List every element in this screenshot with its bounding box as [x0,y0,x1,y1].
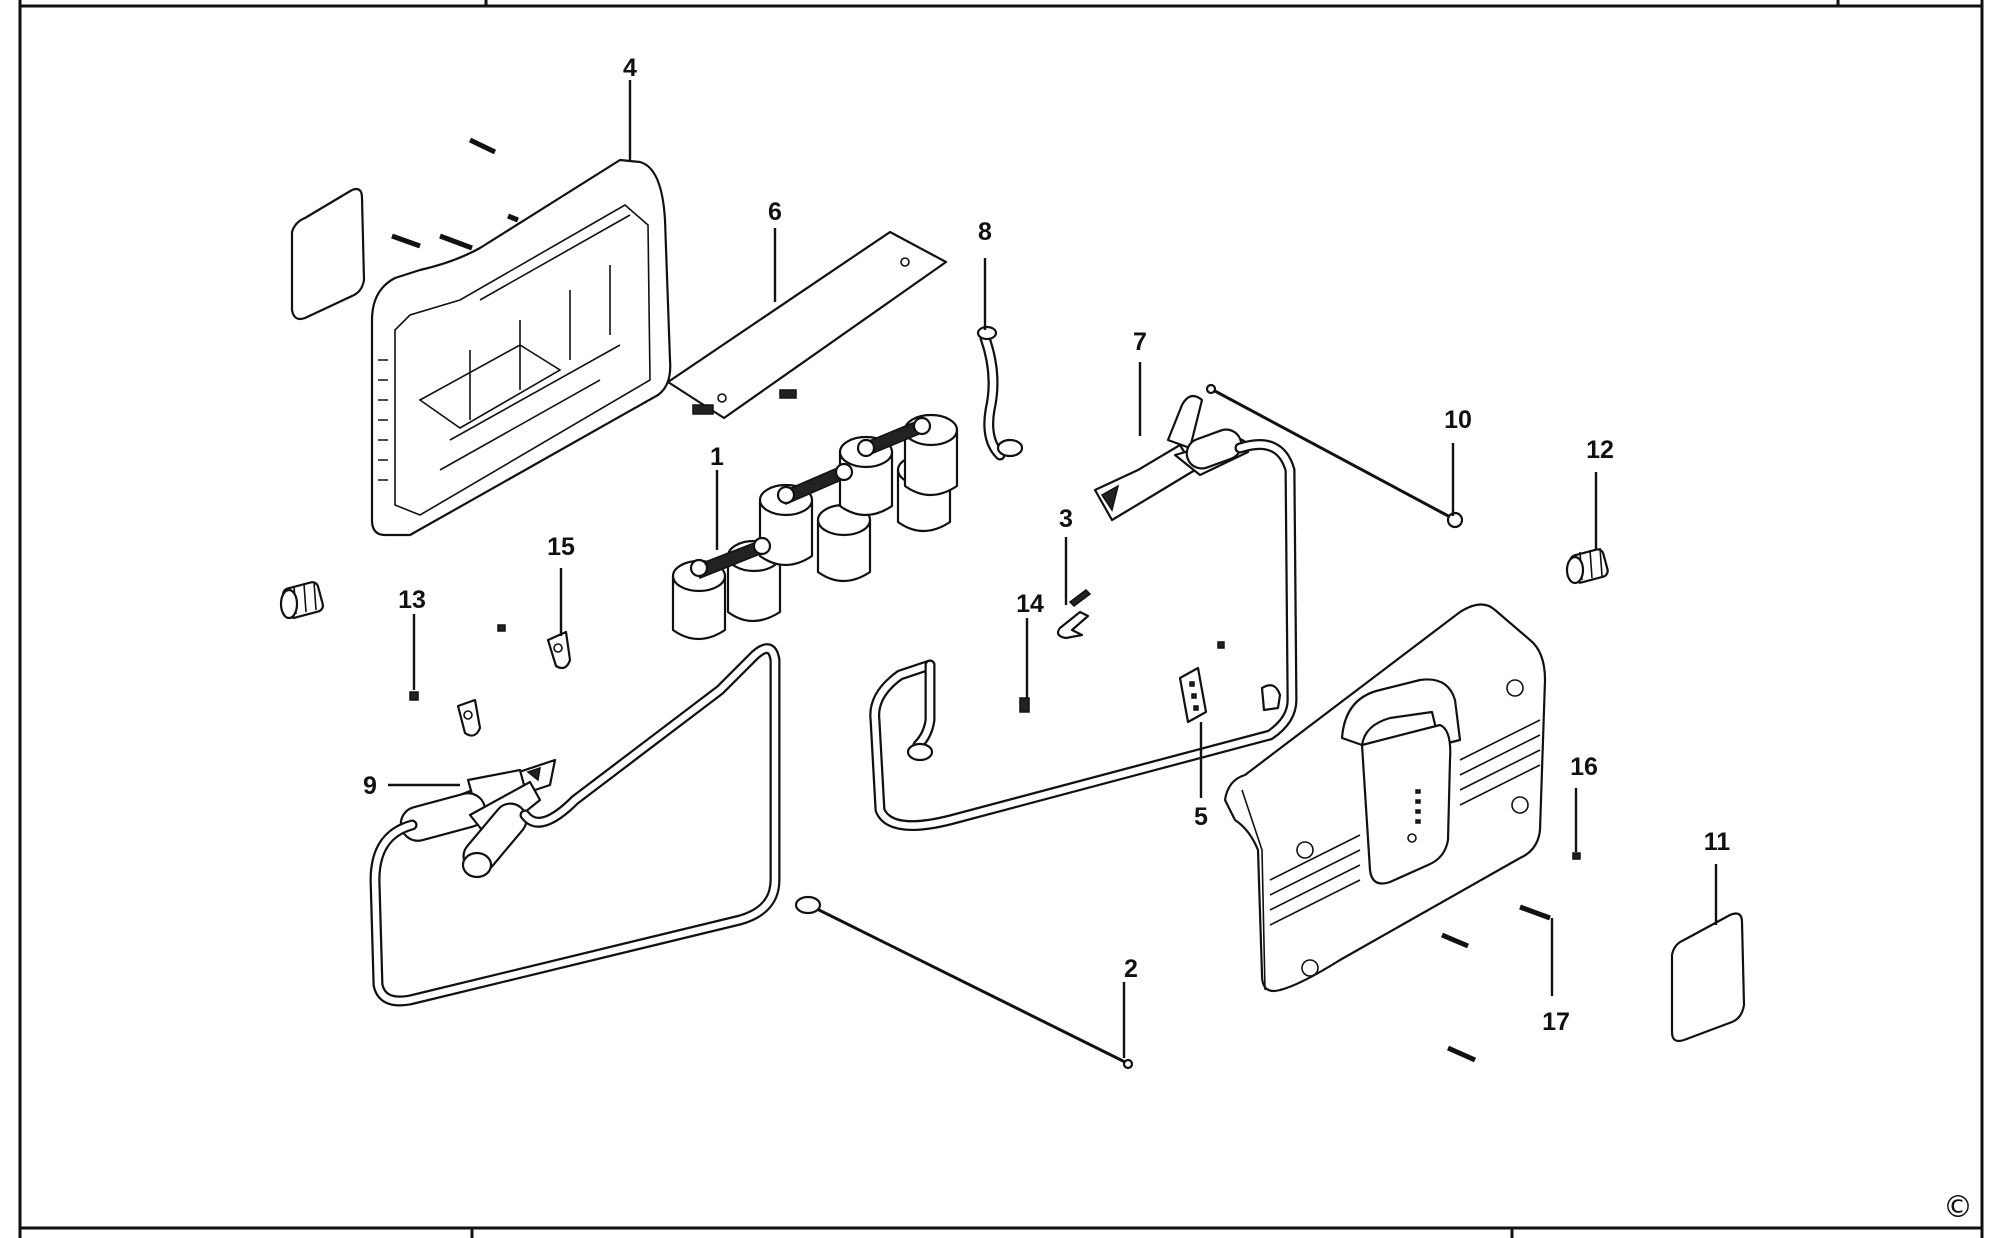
callout-17: 17 [1542,1008,1570,1036]
sensor-wire-part [1205,383,1464,529]
ground-wire-part [794,895,1134,1070]
callout-labels: 4 6 8 7 10 12 1 3 15 13 14 5 9 2 16 11 1… [363,54,1730,1036]
callout-4: 4 [623,54,637,82]
positive-clamp-part [1093,394,1250,522]
callout-5: 5 [1194,803,1208,831]
negative-cable-part [369,643,781,1007]
capacitor-bank-part [671,413,959,641]
callout-11: 11 [1704,828,1731,856]
front-housing-part [1223,603,1547,993]
callout-10: 10 [1444,406,1472,434]
rear-housing-part [370,158,672,537]
small-connector-part [1019,697,1030,713]
callout-3: 3 [1059,505,1073,533]
callout-12: 12 [1586,436,1614,464]
led-board-part [1178,641,1225,724]
callout-9: 9 [363,772,377,800]
callout-14: 14 [1016,590,1044,618]
housing-screws-front [1441,852,1581,1063]
right-cable-gland-part [1565,547,1609,585]
negative-clamp-part [399,758,557,879]
callout-7: 7 [1133,328,1147,356]
callout-1: 1 [710,443,724,471]
housing-screws [391,137,519,251]
small-screw-part [409,691,419,701]
right-label-part [1670,912,1746,1043]
clip-part [1260,684,1282,712]
positive-cable-part [869,439,1298,832]
callout-2: 2 [1124,955,1138,983]
callout-15: 15 [547,533,575,561]
callout-16: 16 [1570,753,1598,781]
jumper-wire-part [976,325,1024,461]
leader-lines [388,80,1718,1058]
cable-clip-part [456,624,572,737]
left-cable-gland-part [279,581,325,620]
drawing-frame [18,0,1984,1238]
left-label-part [290,187,366,321]
terminal-clip-part [1056,589,1092,640]
copyright-mark: © [1943,1190,1973,1225]
callout-13: 13 [398,586,426,614]
callout-8: 8 [978,218,992,246]
circuit-board-part [666,230,948,420]
callout-6: 6 [768,198,782,226]
